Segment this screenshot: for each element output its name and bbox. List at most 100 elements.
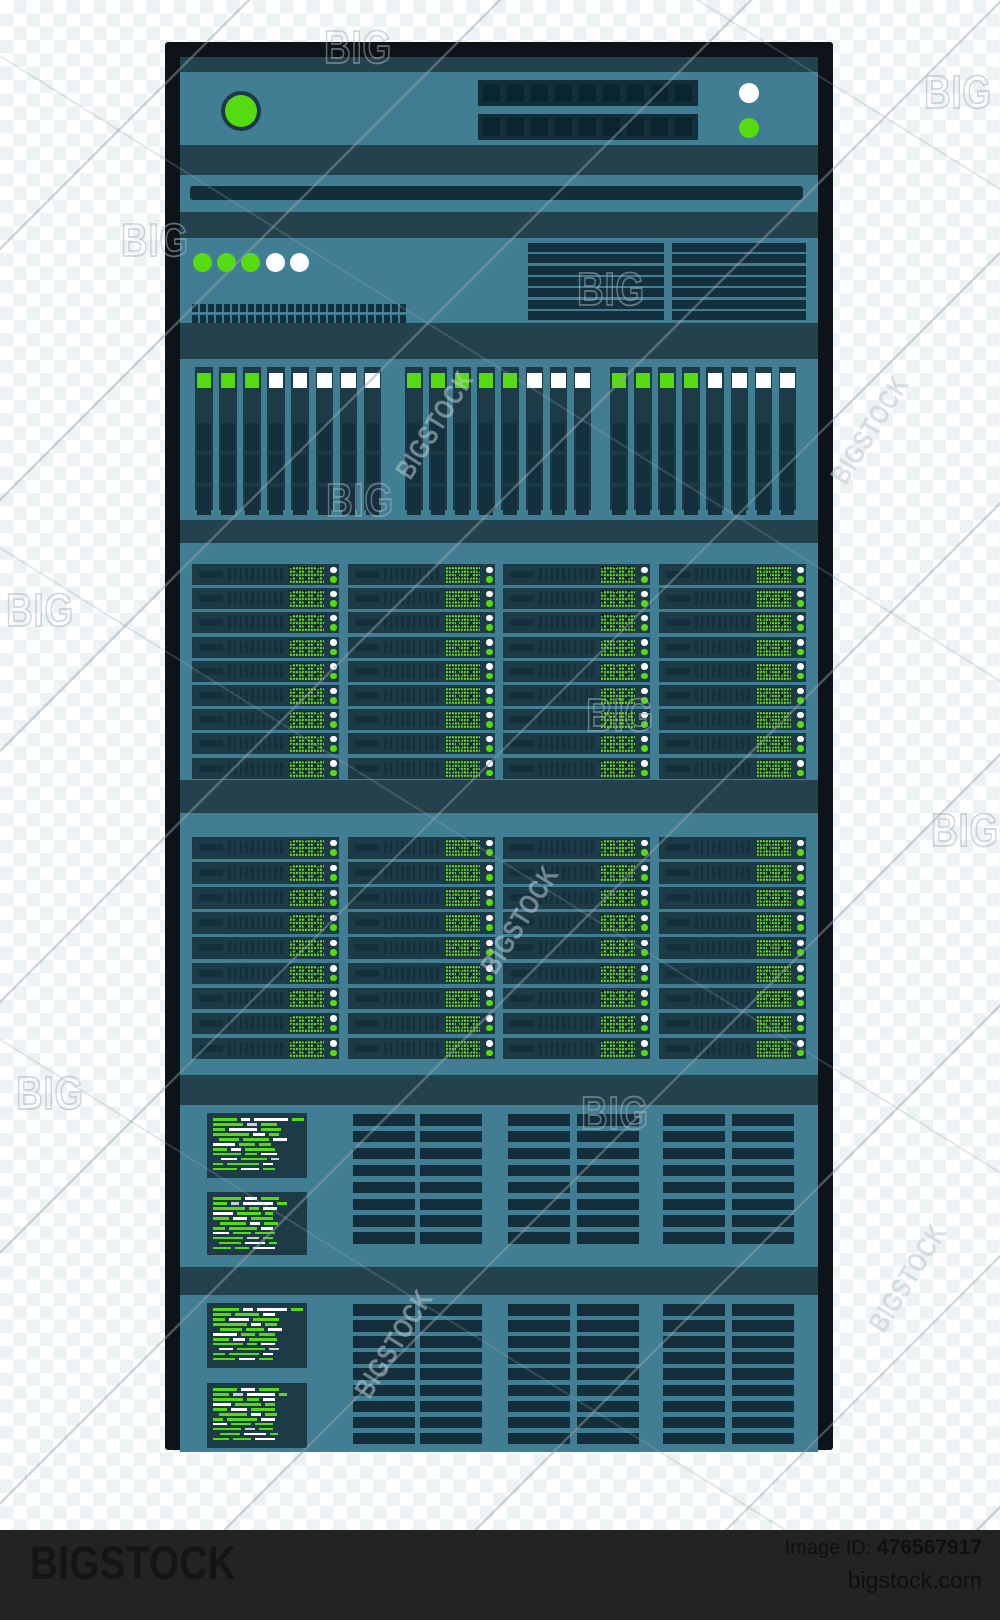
drive-vent-slit bbox=[256, 841, 260, 854]
drive-vent-slit bbox=[251, 841, 254, 854]
drive-vent-slit bbox=[747, 1016, 750, 1030]
drive-vent-slit bbox=[280, 713, 283, 727]
drive-vent-slit bbox=[245, 991, 248, 1005]
drive-vent-slit bbox=[556, 640, 559, 654]
drive-bay bbox=[192, 987, 339, 1010]
drive-vent-slit bbox=[384, 640, 387, 654]
vent-slat bbox=[732, 1320, 794, 1332]
status-led-white bbox=[739, 83, 759, 103]
drive-led-green bbox=[641, 849, 648, 856]
drive-vents bbox=[539, 664, 594, 678]
drive-led-white bbox=[641, 864, 648, 872]
drive-vent-slit bbox=[430, 916, 433, 930]
vent-slat bbox=[353, 1432, 415, 1445]
drive-led-white bbox=[797, 735, 804, 743]
dip-cell bbox=[296, 304, 302, 312]
drive-vent-slit bbox=[424, 761, 428, 775]
drive-vent-slit bbox=[741, 737, 744, 751]
dip-cell bbox=[384, 314, 390, 323]
drive-vent-slit bbox=[430, 891, 433, 905]
drive-vent-slit bbox=[274, 640, 277, 654]
drive-vent-slit bbox=[233, 966, 237, 980]
drive-vents bbox=[695, 866, 750, 880]
drive-vent-slit bbox=[239, 991, 243, 1005]
drive-bay bbox=[348, 588, 495, 610]
drive-handle bbox=[666, 944, 690, 952]
slot bbox=[682, 367, 700, 515]
drive-bay bbox=[192, 937, 339, 959]
drive-vent-slit bbox=[539, 713, 542, 727]
drive-vent-slit bbox=[239, 941, 243, 955]
drive-vent-slit bbox=[384, 941, 387, 955]
drive-led-green bbox=[486, 874, 493, 881]
drive-vent-slit bbox=[239, 1016, 243, 1030]
drive-vent-slit bbox=[747, 866, 750, 880]
drive-led-green bbox=[486, 697, 493, 704]
drive-vent-slit bbox=[407, 941, 410, 955]
vent-slat bbox=[420, 1320, 482, 1332]
io-led bbox=[192, 252, 212, 272]
drive-vent-slit bbox=[418, 941, 422, 955]
drive-vent-slit bbox=[539, 891, 542, 905]
drive-vent-slit bbox=[228, 866, 231, 880]
drive-vent-slit bbox=[228, 841, 231, 854]
drive-vent-slit bbox=[712, 1016, 715, 1030]
drive-vent-slit bbox=[280, 761, 283, 775]
drive-led-green bbox=[797, 924, 804, 931]
drive-led-white bbox=[797, 614, 804, 622]
drive-vent-slit bbox=[550, 866, 554, 880]
drive-vent-slit bbox=[562, 737, 565, 751]
screen-line-segment bbox=[213, 1388, 237, 1391]
drive-led-white bbox=[486, 965, 493, 972]
slot-segment bbox=[341, 423, 356, 451]
drive-vent-slit bbox=[389, 664, 393, 678]
screen-line-segment bbox=[243, 1137, 269, 1141]
drive-vent-slit bbox=[735, 592, 739, 606]
drive-vent-slit bbox=[389, 568, 393, 581]
slot bbox=[405, 367, 423, 515]
power-button-core bbox=[225, 95, 257, 127]
screen-line bbox=[213, 1392, 301, 1396]
io-led bbox=[240, 252, 260, 272]
power-button bbox=[221, 91, 261, 131]
drive-led-white bbox=[797, 687, 804, 694]
slot-led-white bbox=[292, 373, 308, 388]
dip-cell bbox=[264, 304, 270, 312]
drive-vent-slit bbox=[712, 737, 715, 751]
drive-vent-slit bbox=[233, 737, 237, 751]
drive-vent-slit bbox=[723, 891, 727, 905]
drive-led-white bbox=[486, 839, 493, 846]
drive-led-green bbox=[330, 999, 337, 1007]
drive-vent-slit bbox=[562, 1041, 565, 1055]
drive-vents bbox=[228, 664, 283, 678]
vent-grid-row bbox=[478, 80, 698, 106]
drive-vent-slit bbox=[228, 689, 231, 702]
drive-handle bbox=[355, 619, 379, 627]
drive-handle bbox=[666, 894, 690, 902]
drive-vent-slit bbox=[585, 737, 588, 751]
slot-led-white bbox=[575, 373, 590, 388]
dip-cell bbox=[352, 304, 358, 312]
drive-led-white bbox=[641, 889, 648, 897]
drive-handle bbox=[666, 692, 690, 699]
slot-segment bbox=[293, 455, 307, 483]
drive-handle bbox=[510, 716, 534, 724]
drive-vent-slit bbox=[412, 891, 416, 905]
drive-vent-slit bbox=[591, 616, 594, 630]
drive-vent-slit bbox=[544, 616, 548, 630]
screen-line bbox=[213, 1226, 301, 1230]
drive-vent-slit bbox=[706, 664, 710, 678]
drive-led-green bbox=[486, 974, 493, 981]
drive-vent-slit bbox=[256, 592, 260, 606]
slot-segment bbox=[636, 423, 650, 451]
slot-led-green bbox=[635, 373, 651, 388]
drive-vent-slit bbox=[256, 616, 260, 630]
drive-led-green bbox=[330, 648, 337, 656]
drive-vent-slit bbox=[700, 616, 704, 630]
drive-vent-slit bbox=[712, 966, 715, 980]
drive-vent-slit bbox=[723, 916, 727, 930]
drive-vent-slit bbox=[401, 616, 404, 630]
drive-led-white bbox=[641, 1040, 648, 1047]
drive-bay bbox=[503, 564, 650, 585]
drive-vent-slit bbox=[407, 592, 410, 606]
